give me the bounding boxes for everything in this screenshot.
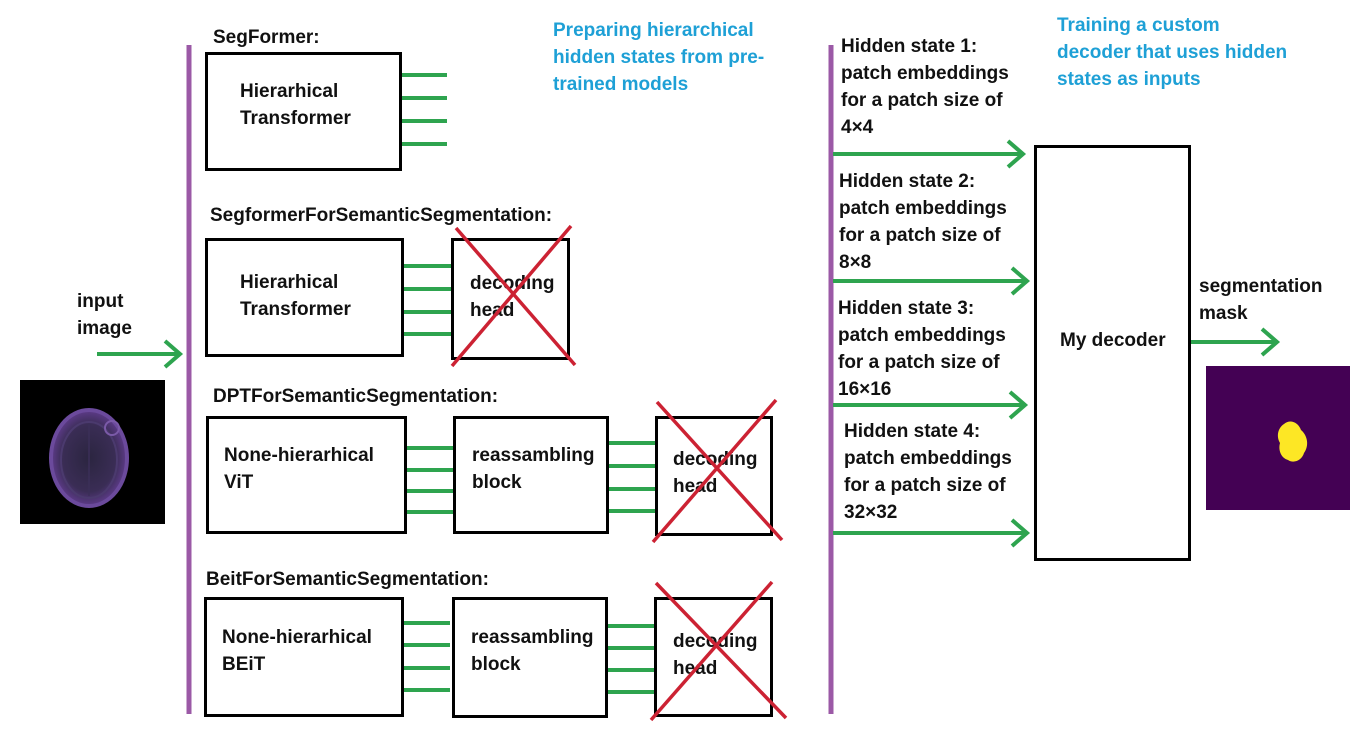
segformer-title: SegFormer: bbox=[213, 27, 320, 48]
hidden-state-1-arrow bbox=[833, 139, 1027, 169]
beit-encoder-output-lines bbox=[404, 621, 450, 692]
stage1-caption-line2: hidden states from pre- bbox=[553, 47, 765, 68]
hidden-state-4-label: Hidden state 4: patch embeddings for a p… bbox=[844, 418, 1012, 526]
beit-encoder-label: None-hierarhical BEiT bbox=[222, 624, 372, 678]
hidden-state-1-line3: for a patch size of bbox=[841, 90, 1003, 111]
dpt-encoder-line1: None-hierarhical bbox=[224, 445, 374, 466]
segformer-seg-output-lines bbox=[404, 264, 451, 336]
output-label: segmentation mask bbox=[1199, 273, 1323, 327]
dpt-block-line1: reassambling bbox=[472, 445, 595, 466]
segformer-seg-title: SegformerForSemanticSegmentation: bbox=[210, 205, 553, 226]
stage2-caption-line1: Training a custom bbox=[1057, 15, 1220, 36]
output-label-line1: segmentation bbox=[1199, 276, 1323, 297]
beit-head-line2: head bbox=[673, 658, 718, 679]
segformer-seg-encoder-line1: Hierarhical bbox=[240, 272, 339, 293]
hidden-state-3-arrow bbox=[833, 390, 1029, 420]
segformer-seg-encoder-line2: Transformer bbox=[240, 299, 351, 320]
segformer-seg-head-line1: decoding bbox=[470, 273, 555, 294]
hidden-state-2-line3: for a patch size of bbox=[839, 225, 1001, 246]
dpt-encoder-label: None-hierarhical ViT bbox=[224, 442, 374, 496]
beit-encoder-box bbox=[204, 597, 404, 717]
dpt-head-label: decoding head bbox=[673, 446, 757, 500]
segformer-encoder-line2: Transformer bbox=[240, 108, 351, 129]
hidden-state-4-title: Hidden state 4: bbox=[844, 421, 981, 442]
stage1-caption: Preparing hierarchical hidden states fro… bbox=[553, 17, 764, 98]
segformer-seg-head-line2: head bbox=[470, 300, 515, 321]
stage1-caption-line1: Preparing hierarchical bbox=[553, 20, 754, 41]
segformer-seg-encoder-label: Hierarhical Transformer bbox=[240, 269, 351, 323]
input-arrow bbox=[97, 339, 184, 369]
stage2-caption-line3: states as inputs bbox=[1057, 69, 1201, 90]
dpt-block-output-lines bbox=[609, 441, 655, 513]
hidden-state-3-line3: for a patch size of bbox=[838, 352, 1000, 373]
dpt-encoder-box bbox=[206, 416, 407, 534]
hidden-state-2-label: Hidden state 2: patch embeddings for a p… bbox=[839, 168, 1007, 276]
beit-block-box bbox=[452, 597, 608, 718]
hidden-state-4-line3: for a patch size of bbox=[844, 475, 1006, 496]
hidden-state-1-label: Hidden state 1: patch embeddings for a p… bbox=[841, 33, 1009, 141]
beit-encoder-line1: None-hierarhical bbox=[222, 627, 372, 648]
dpt-head-line1: decoding bbox=[673, 449, 758, 470]
output-label-line2: mask bbox=[1199, 303, 1248, 324]
dpt-head-line2: head bbox=[673, 476, 718, 497]
stage2-caption: Training a custom decoder that uses hidd… bbox=[1057, 12, 1287, 93]
hidden-state-2-arrow bbox=[833, 266, 1031, 296]
dpt-title: DPTForSemanticSegmentation: bbox=[213, 386, 499, 407]
decoder-box bbox=[1034, 145, 1191, 561]
input-label: input image bbox=[77, 288, 132, 342]
input-mri-image bbox=[20, 380, 165, 524]
segformer-output-lines bbox=[400, 73, 447, 146]
segformer-encoder-box bbox=[205, 52, 402, 171]
hidden-state-2-line4: 8×8 bbox=[839, 252, 872, 273]
hidden-state-3-title: Hidden state 3: bbox=[838, 298, 975, 319]
input-label-line1: input bbox=[77, 291, 124, 312]
beit-block-line1: reassambling bbox=[471, 627, 594, 648]
segformer-seg-head-label: decoding head bbox=[470, 270, 554, 324]
beit-block-label: reassambling block bbox=[471, 624, 594, 678]
hidden-state-2-title: Hidden state 2: bbox=[839, 171, 976, 192]
beit-head-line1: decoding bbox=[673, 631, 758, 652]
dpt-block-label: reassambling block bbox=[472, 442, 595, 496]
hidden-state-4-line2: patch embeddings bbox=[844, 448, 1012, 469]
hidden-state-1-title: Hidden state 1: bbox=[841, 36, 978, 57]
dpt-block-line2: block bbox=[472, 472, 522, 493]
hidden-state-4-line4: 32×32 bbox=[844, 502, 898, 523]
beit-block-line2: block bbox=[471, 654, 521, 675]
beit-block-output-lines bbox=[608, 624, 654, 694]
hidden-state-4-arrow bbox=[833, 518, 1031, 548]
stage2-caption-line2: decoder that uses hidden bbox=[1057, 42, 1288, 63]
output-arrow bbox=[1190, 327, 1281, 357]
hidden-state-2-line2: patch embeddings bbox=[839, 198, 1007, 219]
stage1-caption-line3: trained models bbox=[553, 74, 689, 95]
hidden-state-3-label: Hidden state 3: patch embeddings for a p… bbox=[838, 295, 1006, 403]
segformer-encoder-line1: Hierarhical bbox=[240, 81, 339, 102]
beit-encoder-line2: BEiT bbox=[222, 654, 266, 675]
hidden-state-1-line4: 4×4 bbox=[841, 117, 874, 138]
dpt-encoder-line2: ViT bbox=[224, 472, 254, 493]
hidden-state-1-line2: patch embeddings bbox=[841, 63, 1009, 84]
input-label-line2: image bbox=[77, 318, 132, 339]
segmentation-mask-image bbox=[1206, 366, 1350, 510]
hidden-state-3-line4: 16×16 bbox=[838, 379, 892, 400]
dpt-block-box bbox=[453, 416, 609, 534]
segformer-encoder-label: Hierarhical Transformer bbox=[240, 78, 351, 132]
segformer-seg-encoder-box bbox=[205, 238, 404, 357]
decoder-label: My decoder bbox=[1060, 330, 1166, 351]
beit-title: BeitForSemanticSegmentation: bbox=[206, 569, 489, 590]
hidden-state-3-line2: patch embeddings bbox=[838, 325, 1006, 346]
beit-head-label: decoding head bbox=[673, 628, 757, 682]
dpt-encoder-output-lines bbox=[407, 446, 453, 514]
